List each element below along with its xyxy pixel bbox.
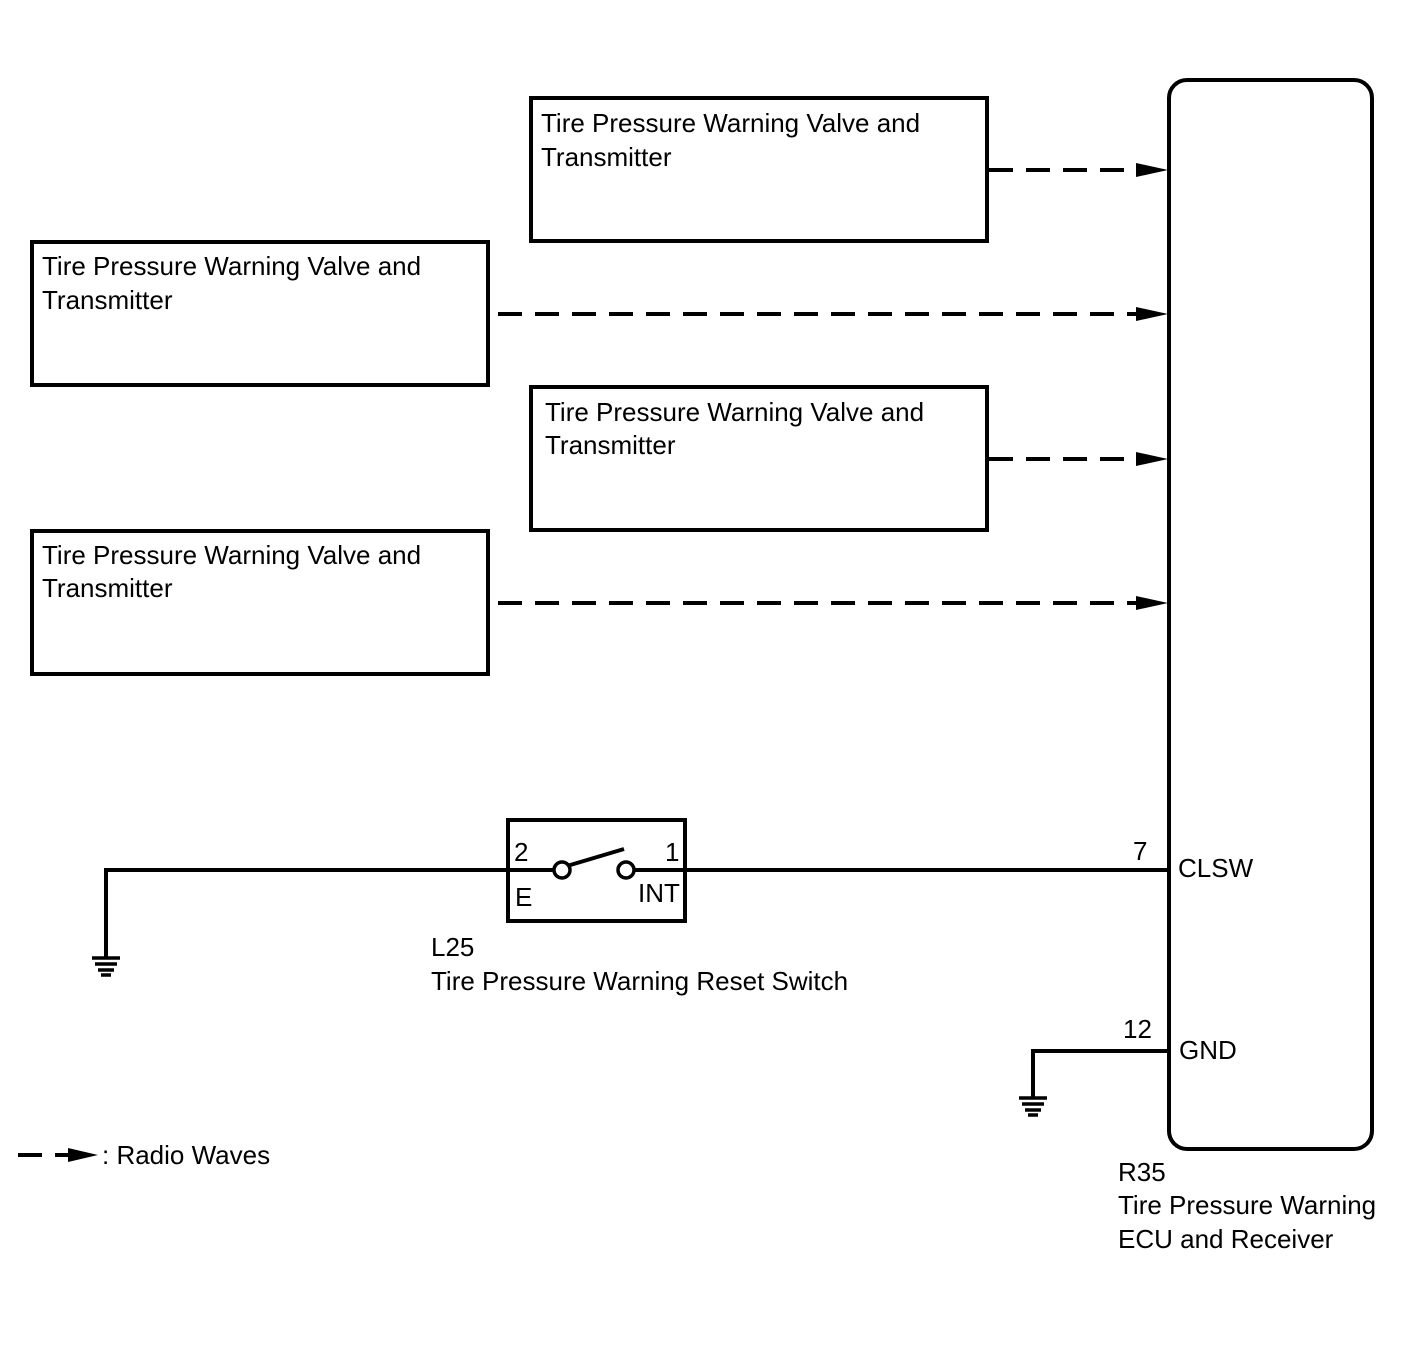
transmitter-2-label-line1: Tire Pressure Warning Valve and <box>42 251 421 281</box>
transmitter-2-label-line2: Transmitter <box>42 285 173 315</box>
switch-code: L25 <box>431 932 474 962</box>
switch-ground-wire <box>104 868 553 958</box>
ecu-ground-wire <box>1031 1049 1169 1098</box>
ecu-pin-12-label: GND <box>1179 1035 1237 1065</box>
switch-terminal-left: E <box>515 882 532 912</box>
ecu-pin-7-number: 7 <box>1133 836 1147 866</box>
switch-terminal-right: INT <box>638 878 680 908</box>
switch-pin-right: 1 <box>665 837 679 867</box>
ecu-receiver-body <box>1167 78 1374 1151</box>
ecu-name-line1: Tire Pressure Warning <box>1118 1190 1376 1220</box>
ecu-code: R35 <box>1118 1157 1166 1187</box>
transmitter-1-label-line2: Transmitter <box>541 142 672 172</box>
ecu-pin-12-number: 12 <box>1123 1014 1152 1044</box>
legend: : Radio Waves <box>18 1140 270 1170</box>
reset-switch: 2 1 E INT <box>506 818 687 923</box>
switch-contact-left-icon <box>552 860 572 880</box>
transmitter-1-label-line1: Tire Pressure Warning Valve and <box>541 108 920 138</box>
radio-wave-arrowhead-1 <box>1136 163 1168 177</box>
transmitter-4-label-line2: Transmitter <box>42 573 173 603</box>
switch-name: Tire Pressure Warning Reset Switch <box>431 966 848 996</box>
ground-symbol-icon <box>1019 1096 1047 1117</box>
legend-arrowhead-icon <box>68 1148 98 1162</box>
ecu-name-line2: ECU and Receiver <box>1118 1224 1334 1254</box>
radio-wave-arrowhead-3 <box>1136 452 1168 466</box>
reset-switch-box <box>506 818 687 923</box>
transmitter-box-1: Tire Pressure Warning Valve and Transmit… <box>529 96 989 243</box>
radio-wave-arrowhead-2 <box>1136 307 1168 321</box>
ecu-pin-7-label: CLSW <box>1178 853 1254 883</box>
legend-label: : Radio Waves <box>102 1140 270 1170</box>
ground-symbol-icon <box>92 956 120 977</box>
transmitter-4-label-line1: Tire Pressure Warning Valve and <box>42 540 421 570</box>
switch-lever-icon <box>566 847 625 868</box>
switch-pin-left: 2 <box>514 837 528 867</box>
transmitter-box-4: Tire Pressure Warning Valve and Transmit… <box>30 529 490 676</box>
transmitter-3-label-line1: Tire Pressure Warning Valve and <box>545 397 924 427</box>
transmitter-box-3: Tire Pressure Warning Valve and Transmit… <box>529 385 989 532</box>
radio-wave-arrowhead-4 <box>1136 596 1168 610</box>
switch-contact-right-icon <box>616 860 636 880</box>
transmitter-box-2: Tire Pressure Warning Valve and Transmit… <box>30 240 490 387</box>
transmitter-3-label-line2: Transmitter <box>545 430 676 460</box>
